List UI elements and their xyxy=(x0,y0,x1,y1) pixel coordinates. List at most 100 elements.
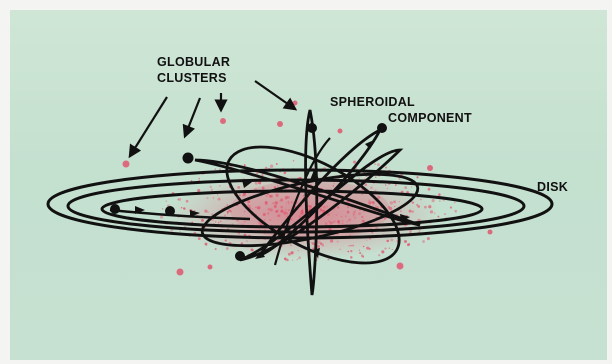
star-speckle xyxy=(270,165,273,168)
star-speckle xyxy=(346,221,347,222)
star-speckle xyxy=(336,214,338,216)
star-speckle xyxy=(248,205,250,207)
star-speckle xyxy=(298,256,301,259)
star-speckle xyxy=(325,222,328,225)
star-speckle xyxy=(277,185,279,187)
star-speckle xyxy=(439,201,440,202)
star-speckle xyxy=(377,163,380,166)
star-speckle xyxy=(246,240,247,241)
star-speckle xyxy=(327,213,330,216)
star-speckle xyxy=(358,178,359,179)
star-speckle xyxy=(207,211,208,212)
star-speckle xyxy=(348,219,351,222)
star-speckle xyxy=(226,247,229,250)
star-speckle xyxy=(399,201,400,202)
star-speckle xyxy=(416,204,418,206)
star-speckle xyxy=(330,222,333,225)
label-spheroidal-line1: SPHEROIDAL xyxy=(330,95,415,109)
star-speckle xyxy=(427,237,430,240)
star-speckle xyxy=(218,198,221,201)
star-speckle xyxy=(290,245,292,247)
star-speckle xyxy=(257,206,260,209)
star-speckle xyxy=(378,254,380,256)
label-globular-line2: CLUSTERS xyxy=(157,71,227,85)
star-speckle xyxy=(210,186,213,189)
star-speckle xyxy=(219,168,221,170)
star-speckle xyxy=(205,243,208,246)
star-speckle xyxy=(333,221,335,223)
star-speckle xyxy=(261,174,263,176)
star-speckle xyxy=(312,247,314,249)
star-speckle xyxy=(399,178,401,180)
star-speckle xyxy=(416,176,418,178)
star-speckle xyxy=(287,213,288,214)
star-speckle xyxy=(450,206,452,208)
star-speckle xyxy=(160,215,163,218)
star-speckle xyxy=(347,211,350,214)
star-speckle xyxy=(264,219,266,221)
star-speckle xyxy=(265,201,268,204)
star-speckle xyxy=(454,202,456,204)
star-speckle xyxy=(393,200,396,203)
star-speckle xyxy=(337,220,340,223)
star-speckle xyxy=(244,221,245,222)
star-speckle xyxy=(308,205,310,207)
star-speckle xyxy=(277,215,279,217)
star-speckle xyxy=(292,259,293,260)
star-speckle xyxy=(368,201,371,204)
star-speckle xyxy=(263,213,266,216)
star-speckle xyxy=(337,241,339,243)
star-speckle xyxy=(345,216,346,217)
star-speckle xyxy=(288,253,291,256)
star-speckle xyxy=(327,259,329,261)
star-speckle xyxy=(290,201,292,203)
star-speckle xyxy=(347,251,349,253)
star-speckle xyxy=(275,210,278,213)
star-speckle xyxy=(444,213,446,215)
star-speckle xyxy=(286,202,287,203)
star-speckle xyxy=(422,240,425,243)
star-speckle xyxy=(434,212,436,214)
star-speckle xyxy=(270,195,273,198)
star-speckle xyxy=(244,211,245,212)
label-pointers xyxy=(130,81,295,156)
star-speckle xyxy=(275,203,277,205)
star-speckle xyxy=(430,210,433,213)
star-speckle xyxy=(255,207,256,208)
star-speckle xyxy=(361,254,364,257)
star-speckle xyxy=(395,184,397,186)
star-speckle xyxy=(242,224,244,226)
star-speckle xyxy=(404,240,407,243)
star-speckle xyxy=(428,188,431,191)
star-speckle xyxy=(386,240,389,243)
star-speckle xyxy=(244,164,246,166)
label-spheroidal-line2: COMPONENT xyxy=(388,111,472,125)
star-speckle xyxy=(293,160,294,161)
star-speckle xyxy=(287,201,288,202)
star-speckle xyxy=(179,230,181,232)
star-speckle xyxy=(279,200,280,201)
star-speckle xyxy=(275,194,278,197)
star-speckle xyxy=(252,208,253,209)
star-speckle xyxy=(352,245,354,247)
star-speckle xyxy=(353,211,355,213)
star-speckle xyxy=(334,183,335,184)
star-speckle xyxy=(320,243,322,245)
star-speckle xyxy=(298,250,299,251)
star-speckle xyxy=(323,206,326,209)
star-speckle xyxy=(225,240,227,242)
star-speckle xyxy=(352,212,355,215)
star-speckle xyxy=(183,207,185,209)
star-speckle xyxy=(370,187,373,190)
star-speckle xyxy=(280,210,283,213)
star-speckle xyxy=(227,211,229,213)
star-speckle xyxy=(339,248,341,250)
star-speckle xyxy=(341,223,343,225)
star-speckle xyxy=(347,206,349,208)
star-speckle xyxy=(299,215,302,218)
star-speckle xyxy=(272,202,274,204)
star-speckle xyxy=(366,247,369,250)
star-speckle xyxy=(227,204,228,205)
star-speckle xyxy=(404,186,407,189)
